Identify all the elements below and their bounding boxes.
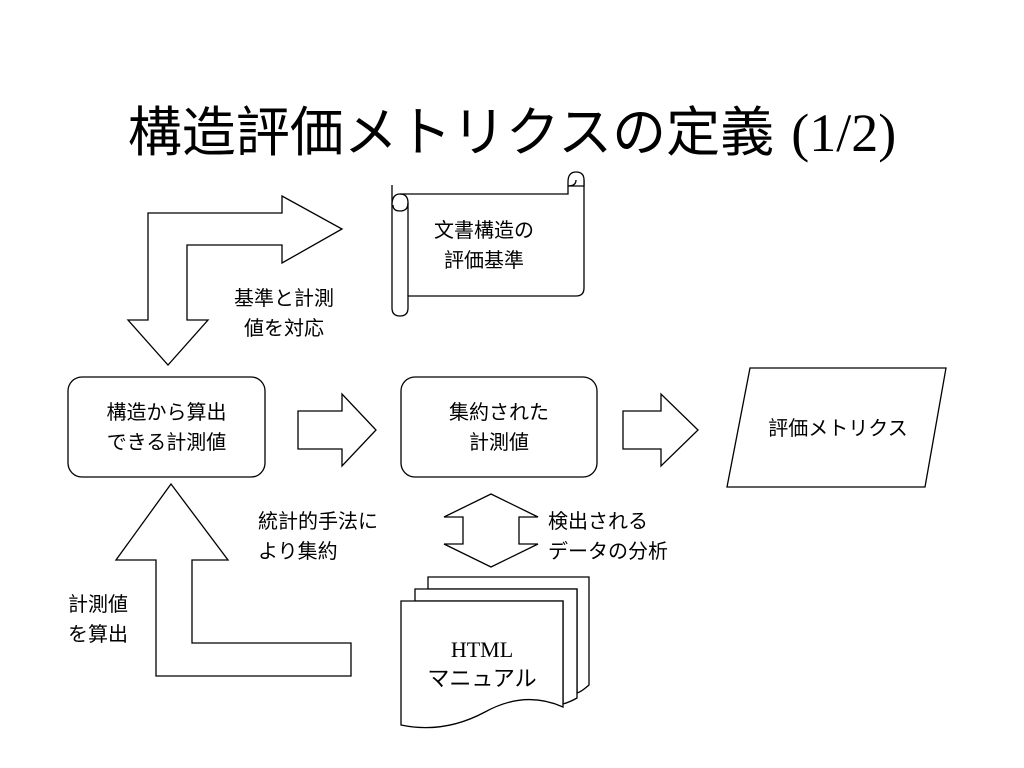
aggregated-line-1: 集約された bbox=[449, 400, 549, 424]
measurable-box: 構造から算出 できる計測値 bbox=[68, 377, 265, 477]
compute-arrow bbox=[114, 482, 352, 677]
compute-line-1: 計測値 bbox=[68, 592, 128, 616]
metrics-parallelogram bbox=[726, 367, 947, 488]
measurable-box-shape bbox=[67, 376, 266, 478]
title-main: 構造評価メトリクスの定義 bbox=[127, 101, 775, 164]
manual-documents-shape bbox=[400, 576, 590, 729]
slide-title: 構造評価メトリクスの定義 (1/2) bbox=[0, 98, 1024, 168]
stat-line-2: より集約 bbox=[258, 539, 338, 563]
mapping-line-1: 基準と計測 bbox=[234, 286, 334, 310]
detect-label: 検出される データの分析 bbox=[548, 506, 668, 566]
manual-line-1: HTML bbox=[450, 637, 514, 662]
aggregated-box-shape bbox=[400, 376, 598, 478]
criteria-scroll-label: 文書構造の 評価基準 bbox=[400, 200, 568, 290]
manual-label: HTML マニュアル bbox=[401, 630, 563, 700]
arrow-to-metrics bbox=[622, 392, 699, 468]
aggregated-line-2: 計測値 bbox=[469, 430, 529, 454]
aggregated-box: 集約された 計測値 bbox=[401, 377, 597, 477]
measurable-line-1: 構造から算出 bbox=[106, 400, 227, 424]
criteria-scroll-shape bbox=[391, 171, 585, 317]
arrow-to-aggregated bbox=[297, 392, 377, 468]
metrics-label: 評価メトリクス bbox=[768, 415, 908, 440]
detect-line-1: 検出される bbox=[548, 509, 648, 533]
criteria-mapping-arrow bbox=[126, 194, 344, 366]
manual-line-2: マニュアル bbox=[427, 667, 537, 692]
compute-line-2: を算出 bbox=[68, 622, 128, 646]
mapping-line-2: 値を対応 bbox=[244, 316, 324, 340]
double-arrow bbox=[443, 493, 539, 568]
criteria-line-2: 評価基準 bbox=[444, 248, 524, 272]
title-suffix: (1/2) bbox=[791, 103, 897, 163]
detect-line-2: データの分析 bbox=[548, 539, 668, 563]
criteria-line-1: 文書構造の bbox=[434, 218, 534, 242]
stat-line-1: 統計的手法に bbox=[258, 509, 378, 533]
measurable-line-2: できる計測値 bbox=[106, 430, 227, 454]
mapping-label: 基準と計測 値を対応 bbox=[222, 283, 346, 343]
compute-label: 計測値 を算出 bbox=[68, 589, 128, 649]
stat-label: 統計的手法に より集約 bbox=[258, 506, 378, 566]
